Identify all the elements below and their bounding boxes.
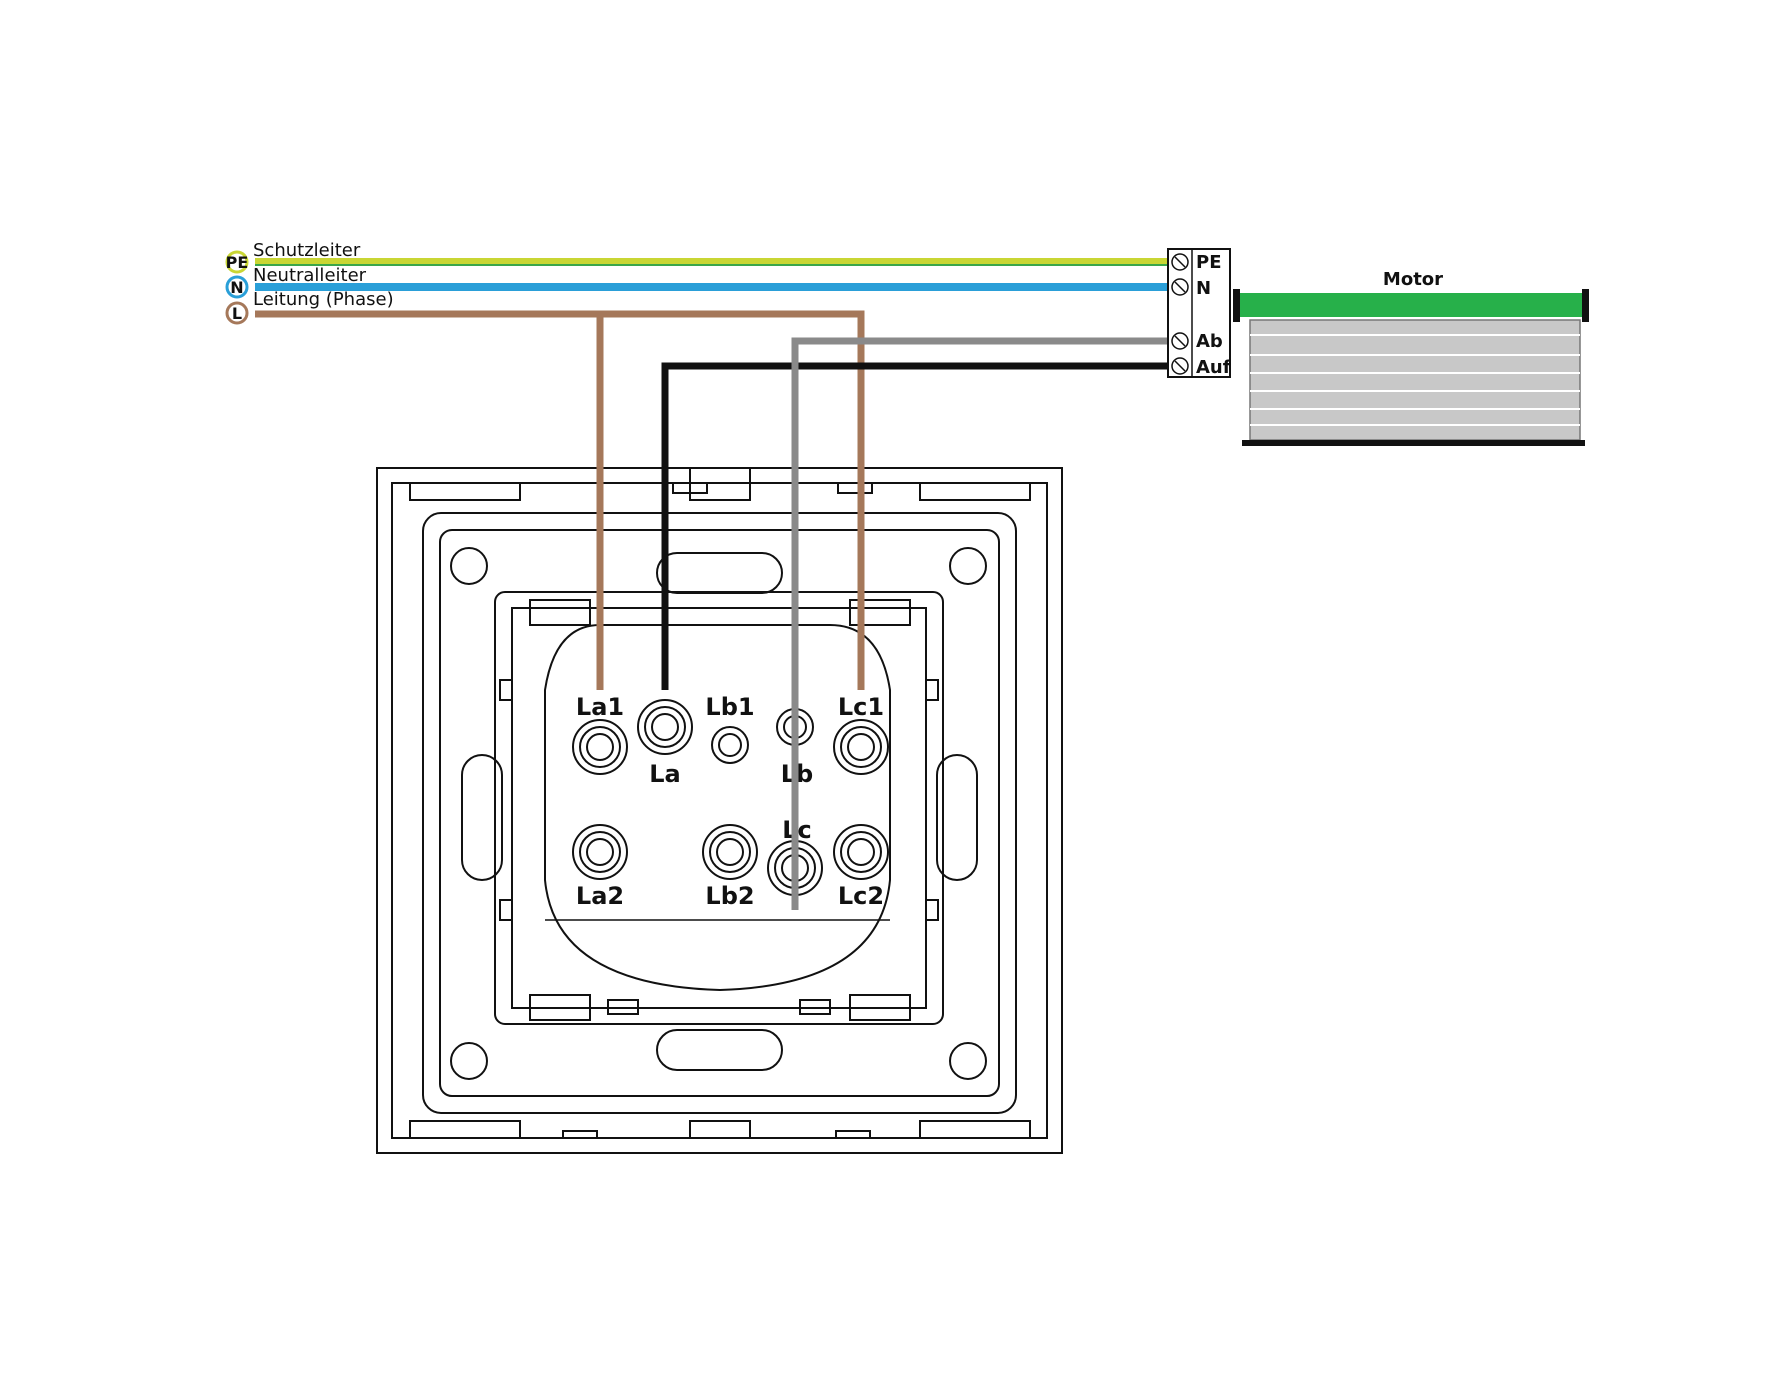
wires	[255, 258, 1170, 910]
shutter-slats	[1249, 319, 1581, 441]
terminal-screw-n	[1171, 278, 1189, 296]
terminal-label-lc2: Lc2	[838, 882, 884, 910]
terminal-label-lb1: Lb1	[705, 693, 754, 721]
legend-pe: PE Schutzleiter	[225, 240, 361, 274]
legend-l-label: Leitung (Phase)	[253, 289, 394, 310]
terminal-label-lb2: Lb2	[705, 882, 754, 910]
terminal-screw-la	[637, 699, 693, 755]
legend-n-symbol: N	[230, 278, 243, 297]
legend: PE Schutzleiter N Neutralleiter L Leitun…	[225, 240, 394, 325]
wire-ab	[791, 337, 1170, 910]
motor-terminal-box: PE N Ab Auf	[1167, 248, 1231, 378]
legend-l: L Leitung (Phase)	[225, 289, 394, 325]
motor-terminal-auf: Auf	[1196, 357, 1231, 378]
terminal-screw-lc2	[833, 824, 889, 880]
terminal-screw-auf	[1171, 357, 1189, 375]
terminal-screw-la2	[572, 824, 628, 880]
legend-l-symbol: L	[232, 304, 242, 323]
legend-n-label: Neutralleiter	[253, 265, 367, 286]
legend-n: N Neutralleiter	[225, 265, 367, 299]
switch-faceplate: La1 Lb1 Lc1 La Lb Lc La2 Lb2 Lc2	[376, 467, 1063, 1154]
terminal-label-lc1: Lc1	[838, 693, 884, 721]
terminal-screw-lc1	[833, 719, 889, 775]
motor-terminal-pe: PE	[1196, 252, 1222, 273]
legend-pe-label: Schutzleiter	[253, 240, 361, 261]
terminal-label-la1: La1	[576, 693, 624, 721]
wire-auf	[661, 362, 1170, 690]
terminal-screw-lb1	[711, 726, 749, 764]
motor-terminal-n: N	[1196, 278, 1211, 299]
motor-top-bar	[1240, 293, 1585, 317]
terminal-screw-pe	[1171, 253, 1189, 271]
motor-title: Motor	[1383, 269, 1443, 290]
terminal-screw-lb2	[702, 824, 758, 880]
terminal-label-la2: La2	[576, 882, 624, 910]
motor-terminal-ab: Ab	[1196, 331, 1223, 352]
terminal-screw-la1	[572, 719, 628, 775]
terminal-label-la: La	[649, 760, 681, 788]
wire-phase	[255, 310, 865, 690]
legend-pe-symbol: PE	[226, 253, 249, 272]
terminal-screw-ab	[1171, 332, 1189, 350]
motor-shutter: Motor	[1233, 269, 1589, 446]
